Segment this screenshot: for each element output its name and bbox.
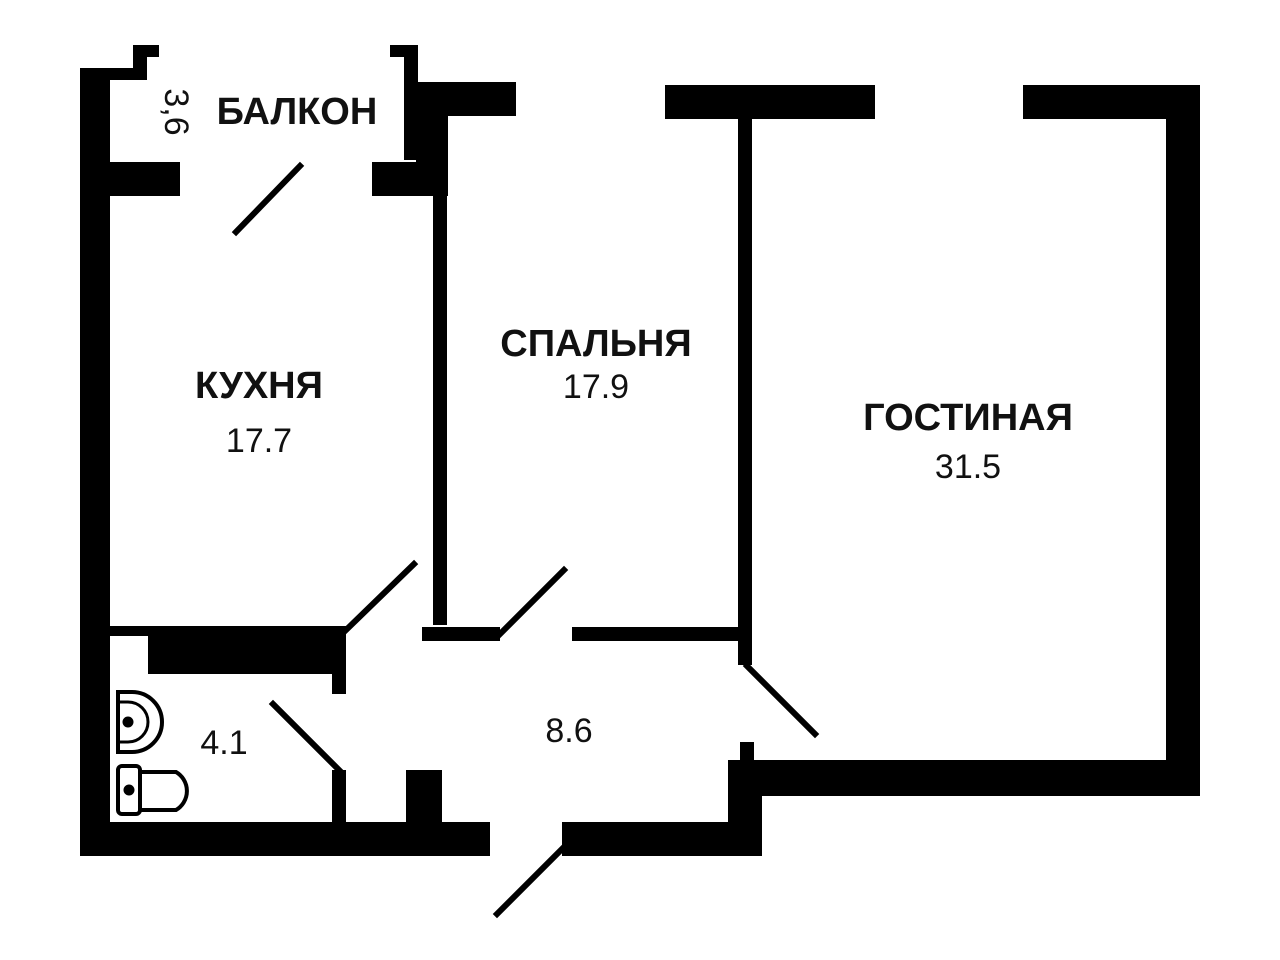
wall-outer-left xyxy=(80,68,110,856)
door-bathroom xyxy=(268,699,344,775)
kitchen-name: КУХНЯ xyxy=(195,365,323,407)
kitchen-area: 17.7 xyxy=(226,422,292,460)
wall-bedroom-bottom-right xyxy=(572,627,742,641)
bedroom-name: СПАЛЬНЯ xyxy=(500,323,691,365)
doors xyxy=(231,161,820,919)
wall-kitchen-bedroom xyxy=(433,190,447,625)
wall-bathroom-top-thick xyxy=(148,636,346,674)
wall-balcony-right xyxy=(404,45,418,160)
wall-living-stub xyxy=(740,742,754,766)
toilet-icon xyxy=(116,764,189,816)
sink-icon xyxy=(116,690,164,754)
wall-top-3 xyxy=(1023,85,1200,119)
wall-kitchen-bottom xyxy=(110,626,346,636)
wall-bedroom-living xyxy=(738,115,752,665)
wall-hall-pillar xyxy=(406,770,442,830)
living-area: 31.5 xyxy=(935,448,1001,486)
wall-kitchen-top-left xyxy=(80,162,180,196)
wall-living-bottom xyxy=(740,760,1200,796)
bedroom-area: 17.9 xyxy=(563,368,629,406)
door-balcony xyxy=(231,161,305,237)
wall-balcony-right-top xyxy=(390,45,418,57)
wall-kitchen-top-pillar xyxy=(416,82,448,196)
wall-balcony-left-block xyxy=(80,68,140,80)
hallway-area: 8.6 xyxy=(545,712,592,750)
wall-top-2 xyxy=(665,85,875,119)
wall-outer-right xyxy=(1166,85,1200,796)
door-kitchen xyxy=(341,559,419,635)
wall-bedroom-bottom-left xyxy=(422,627,500,641)
door-bedroom xyxy=(495,565,569,639)
wall-bathroom-right-lower xyxy=(332,770,346,830)
wall-bathroom-right-upper xyxy=(332,636,346,694)
balcony-name: БАЛКОН xyxy=(217,91,378,133)
walls xyxy=(80,45,1200,856)
living-name: ГОСТИНАЯ xyxy=(863,397,1073,439)
door-entrance xyxy=(492,843,568,919)
balcony-area: 3,6 xyxy=(157,88,195,135)
door-living xyxy=(742,661,820,739)
bathroom-area: 4.1 xyxy=(200,724,247,762)
